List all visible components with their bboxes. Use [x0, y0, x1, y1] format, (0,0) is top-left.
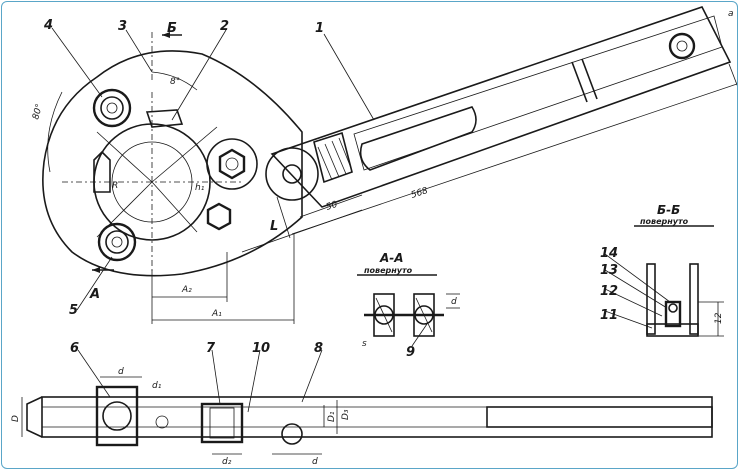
callout-3: 3 — [118, 19, 127, 34]
dim-s: s — [362, 339, 367, 349]
dim-L: L — [270, 219, 278, 234]
dim-D3: D₃ — [341, 409, 351, 420]
dim-angle-80: 80° — [31, 103, 45, 121]
dim-d-bottom: d — [312, 457, 318, 467]
dim-d-aa: d — [451, 297, 457, 307]
section-aa-title: А-А — [379, 251, 404, 265]
section-bb-subtitle: повернуто — [640, 217, 689, 226]
dim-a: a — [728, 9, 734, 19]
callout-9: 9 — [406, 345, 415, 360]
callout-4: 4 — [43, 18, 53, 33]
callout-7: 7 — [206, 341, 216, 356]
callout-leaders — [51, 27, 428, 413]
section-aa-subtitle: повернуто — [364, 266, 413, 275]
wrench-handle-top-view — [241, 6, 737, 253]
dim-d1: d₁ — [152, 381, 162, 391]
dim-D1: D₁ — [327, 411, 337, 422]
section-bb-title: Б-Б — [657, 203, 680, 217]
callout-13: 13 — [600, 263, 618, 278]
dim-R: R — [112, 181, 118, 191]
dim-angle-8: 8° — [170, 77, 180, 87]
dim-12: 12 — [714, 312, 724, 324]
dim-A2: A₂ — [181, 285, 192, 295]
dim-A1: A₁ — [211, 309, 222, 319]
section-bb-view — [604, 225, 724, 337]
dim-D: D — [11, 415, 21, 422]
wrench-head-top-view — [42, 32, 319, 277]
callout-14: 14 — [600, 246, 618, 261]
callout-1: 1 — [315, 21, 324, 36]
dim-d-side: d — [118, 367, 124, 377]
dim-50: 50 — [325, 200, 339, 213]
dim-d2: d₂ — [222, 457, 232, 467]
callout-11: 11 — [600, 308, 618, 323]
dim-568: 568 — [410, 186, 430, 201]
head-dimension-lines — [151, 234, 295, 324]
callout-5: 5 — [69, 303, 78, 318]
dim-h1: h₁ — [195, 183, 205, 193]
callout-10: 10 — [252, 341, 270, 356]
section-mark-a: А — [89, 287, 100, 302]
callout-12: 12 — [600, 284, 618, 299]
callout-2: 2 — [220, 19, 229, 34]
wrench-side-view — [21, 376, 713, 455]
callout-8: 8 — [314, 341, 323, 356]
section-aa-view — [357, 274, 460, 337]
callout-6: 6 — [70, 341, 79, 356]
section-mark-b: Б — [167, 21, 177, 36]
